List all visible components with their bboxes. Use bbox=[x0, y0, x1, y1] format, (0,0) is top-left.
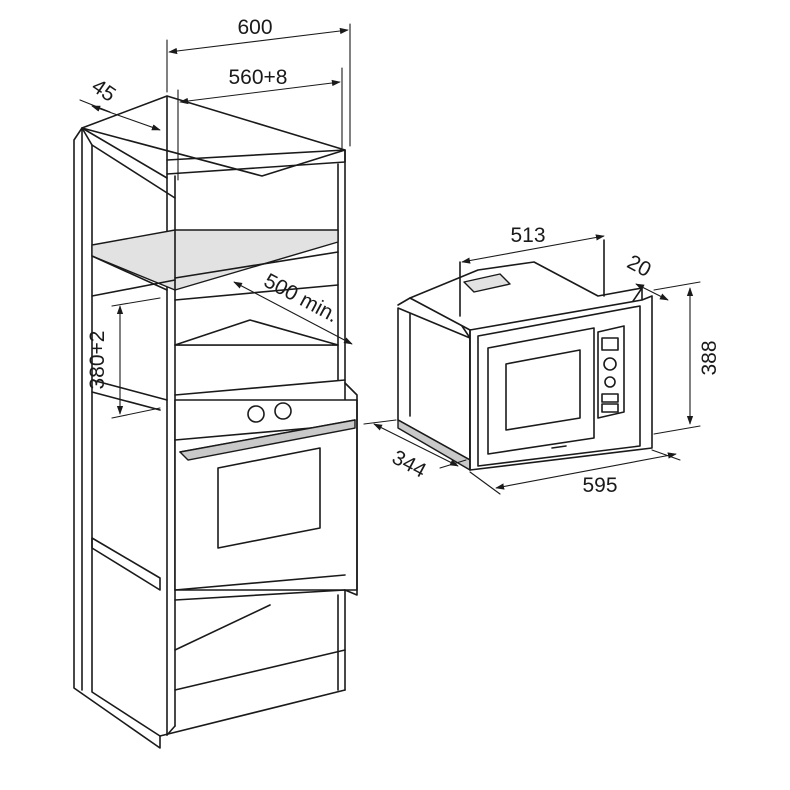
built-in-oven bbox=[174, 382, 358, 596]
dim-label-20: 20 bbox=[623, 251, 654, 282]
dim-label-45: 45 bbox=[88, 75, 120, 107]
microwave-control-panel bbox=[597, 325, 625, 419]
microwave-top-vent bbox=[463, 273, 511, 293]
dim-label-595: 595 bbox=[582, 474, 617, 497]
dim-label-600: 600 bbox=[237, 16, 272, 39]
dimension-lines bbox=[79, 23, 701, 495]
oven-knob-right bbox=[274, 402, 292, 420]
oven-knob-left bbox=[247, 405, 265, 423]
built-in-microwave bbox=[397, 239, 653, 471]
dim-label-560-8: 560+8 bbox=[229, 66, 288, 89]
dim-label-513: 513 bbox=[510, 224, 545, 247]
oven-window bbox=[217, 447, 321, 549]
microwave-body bbox=[397, 307, 471, 461]
dim-label-344: 344 bbox=[388, 446, 430, 483]
microwave-window bbox=[505, 349, 581, 431]
upper-shelf bbox=[91, 229, 339, 291]
dim-label-388: 388 bbox=[698, 340, 721, 375]
tall-cabinet bbox=[73, 95, 358, 749]
cabinet-left-panel bbox=[73, 127, 161, 749]
dim-label-500-min: 500 min. bbox=[260, 269, 342, 327]
dim-label-380-2: 380+2 bbox=[86, 331, 109, 390]
